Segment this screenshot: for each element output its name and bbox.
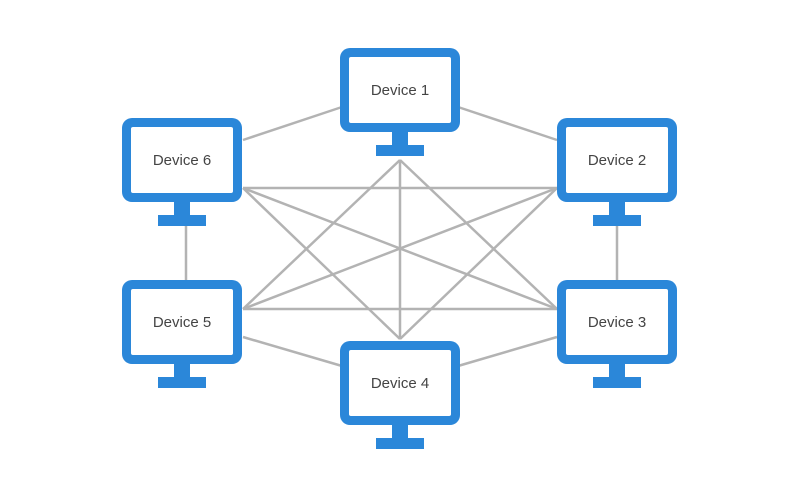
link-d1-d5 — [242, 159, 401, 310]
link-d4-d6 — [242, 187, 401, 340]
device-label: Device 5 — [153, 314, 211, 331]
device-label: Device 4 — [371, 375, 429, 392]
monitor-screen — [566, 127, 668, 193]
monitor-screen — [131, 289, 233, 355]
monitor-screen — [131, 127, 233, 193]
device-6: Device 6 — [122, 118, 242, 226]
link-d3-d4 — [457, 335, 558, 368]
links-layer — [184, 105, 619, 368]
link-d3-d6 — [242, 186, 558, 311]
device-label: Device 3 — [588, 314, 646, 331]
link-d4-d5 — [242, 335, 343, 368]
monitor-stand-base — [593, 377, 641, 388]
monitor-screen — [349, 350, 451, 416]
monitor-stand-base — [376, 145, 424, 156]
device-label: Device 1 — [371, 82, 429, 99]
monitor-stand-base — [158, 377, 206, 388]
monitor-screen — [566, 289, 668, 355]
device-4: Device 4 — [340, 341, 460, 449]
device-label: Device 6 — [153, 152, 211, 169]
monitor-stand-base — [158, 215, 206, 226]
monitor-stand-base — [376, 438, 424, 449]
monitor-stand-base — [593, 215, 641, 226]
link-d1-d6 — [242, 105, 343, 142]
link-d2-d4 — [399, 187, 558, 340]
device-3: Device 3 — [557, 280, 677, 388]
device-1: Device 1 — [340, 48, 460, 156]
link-d1-d3 — [399, 159, 558, 310]
device-label: Device 2 — [588, 152, 646, 169]
device-2: Device 2 — [557, 118, 677, 226]
monitor-screen — [349, 57, 451, 123]
link-d1-d2 — [457, 105, 558, 142]
device-5: Device 5 — [122, 280, 242, 388]
devices-layer: Device 1 Device 2 Device 3 Device 4 Device 5… — [122, 48, 677, 449]
